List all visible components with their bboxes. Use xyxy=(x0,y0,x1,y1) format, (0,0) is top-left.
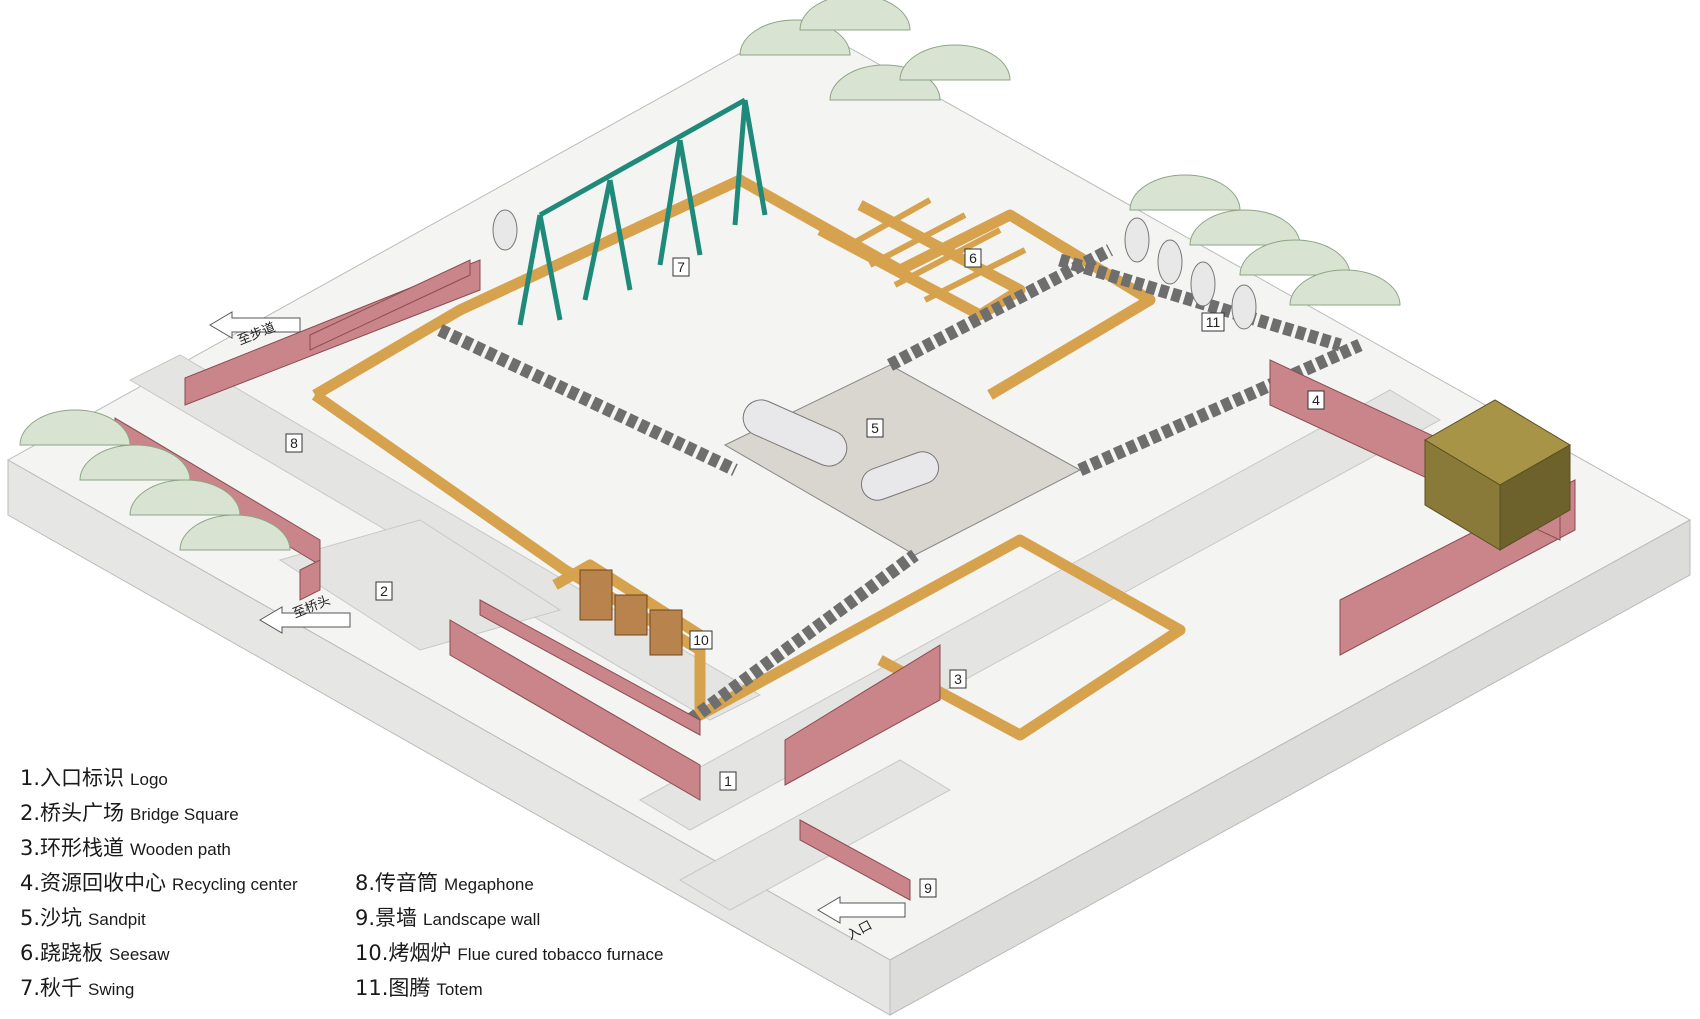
svg-text:4: 4 xyxy=(1312,392,1320,408)
marker-11: 11 xyxy=(1201,312,1225,332)
concrete-pipe-tunnel xyxy=(742,399,848,467)
concrete-pipe-tunnel xyxy=(860,451,940,501)
marker-1: 1 xyxy=(719,771,737,791)
marker-8: 8 xyxy=(285,433,303,453)
svg-text:7: 7 xyxy=(677,259,685,275)
svg-text:9: 9 xyxy=(924,880,932,896)
svg-text:5: 5 xyxy=(871,420,879,436)
svg-text:6: 6 xyxy=(969,250,977,266)
svg-text:8: 8 xyxy=(290,435,298,451)
marker-10: 10 xyxy=(689,630,713,650)
tobacco-furnaces xyxy=(579,569,683,656)
trees xyxy=(19,0,1401,551)
seesaws xyxy=(848,197,1027,303)
marker-7: 7 xyxy=(672,257,690,277)
marker-3: 3 xyxy=(949,669,967,689)
totems xyxy=(492,209,1257,330)
marker-4: 4 xyxy=(1307,390,1325,410)
recycling-center xyxy=(1424,399,1571,551)
svg-text:10: 10 xyxy=(693,632,709,648)
landscape-wall xyxy=(799,819,911,901)
marker-9: 9 xyxy=(919,878,937,898)
svg-text:11: 11 xyxy=(1206,314,1221,330)
swing-set xyxy=(517,97,768,326)
marker-2: 2 xyxy=(375,581,393,601)
marker-5: 5 xyxy=(866,418,884,438)
svg-text:2: 2 xyxy=(380,583,388,599)
svg-text:3: 3 xyxy=(954,671,962,687)
svg-text:1: 1 xyxy=(724,773,732,789)
marker-6: 6 xyxy=(964,248,982,268)
